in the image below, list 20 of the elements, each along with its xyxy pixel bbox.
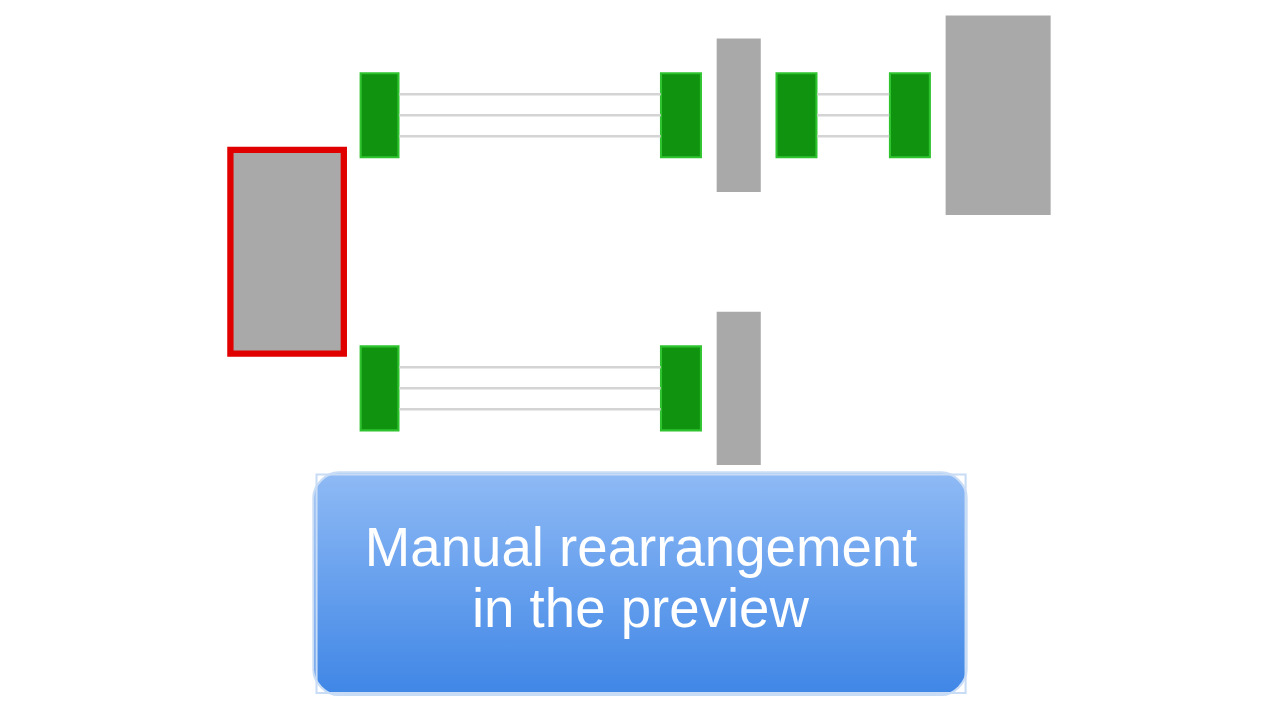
node-box xyxy=(716,311,761,466)
node-box xyxy=(659,345,702,432)
connector xyxy=(817,93,890,96)
connector xyxy=(399,93,661,96)
connector xyxy=(817,135,890,138)
connector xyxy=(399,114,661,117)
connector xyxy=(399,366,661,369)
node-box xyxy=(945,15,1051,216)
connector xyxy=(817,114,890,117)
caption: Manual rearrangement in the preview xyxy=(364,517,918,640)
node-box xyxy=(775,72,818,159)
connector xyxy=(399,408,661,411)
node-box xyxy=(359,345,400,432)
connector xyxy=(399,387,661,390)
node-box xyxy=(227,146,347,357)
node-box xyxy=(716,38,761,192)
node-box xyxy=(888,72,931,159)
node-box xyxy=(359,72,400,159)
node-box xyxy=(659,72,702,159)
connector xyxy=(399,135,661,138)
